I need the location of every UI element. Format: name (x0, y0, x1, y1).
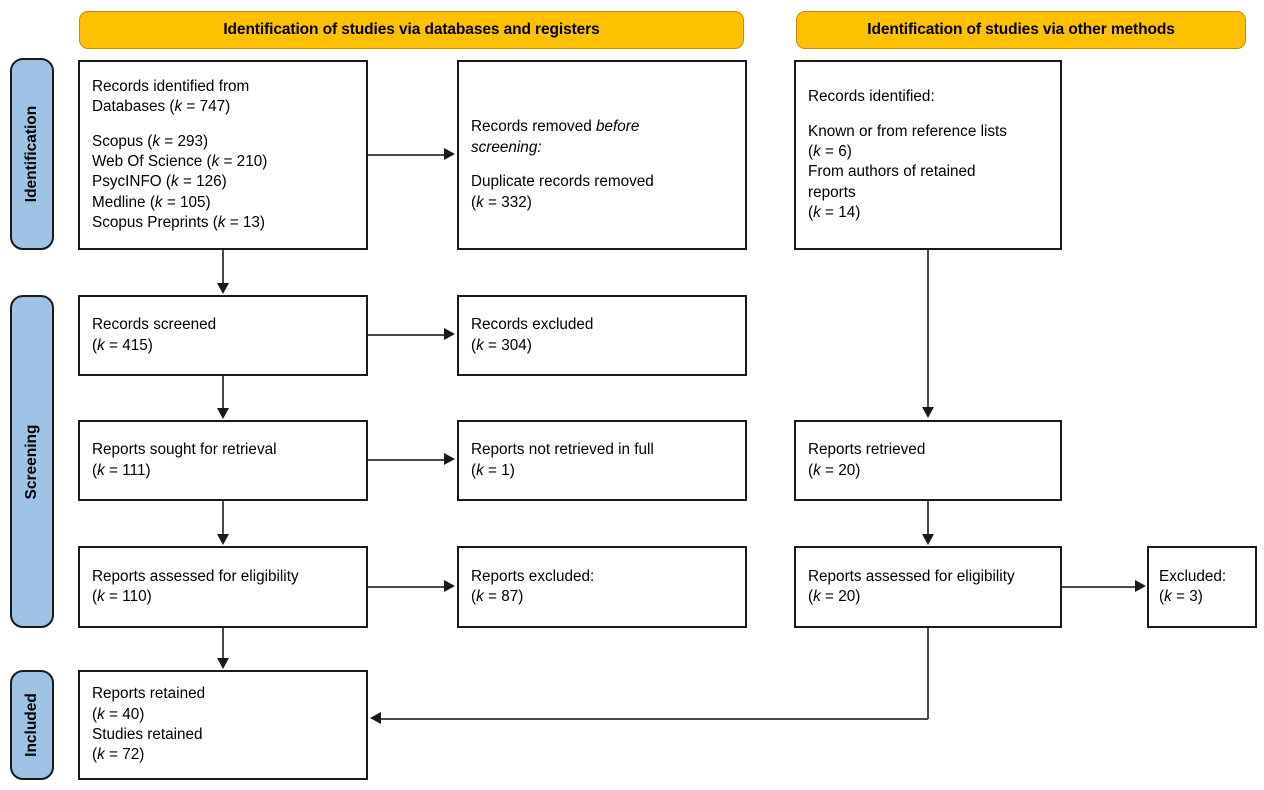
stage-pill-included-label: Included (23, 693, 40, 757)
arrowhead-other-identified-to-retrieved (921, 407, 934, 418)
line-screening-colon: screening: (471, 138, 542, 156)
line-psycinfo: PsycINFO (k = 126) (92, 173, 227, 191)
line-from-authors-count: (k = 14) (808, 203, 861, 221)
arrowhead-identified-to-removed (444, 148, 455, 160)
stage-pill-identification: Identification (10, 58, 54, 250)
connector-other-identified-to-retrieved (927, 250, 929, 408)
line-records-identified-other: Records identified: (808, 87, 935, 105)
line-duplicate-records-removed: Duplicate records removed (471, 173, 654, 191)
box-reports-excluded: Reports excluded: (k = 87) (457, 546, 747, 628)
line-gap-3 (808, 107, 1048, 122)
line-reports-assessed: Reports assessed for eligibility (92, 567, 299, 585)
line-gap-2 (471, 158, 733, 173)
line-reports-retrieved: Reports retrieved (808, 441, 926, 459)
box-reports-sought-for-retrieval: Reports sought for retrieval (k = 111) (78, 420, 368, 501)
line-scopus: Scopus (k = 293) (92, 132, 209, 150)
line-reports-sought-count: (k = 111) (92, 461, 151, 479)
line-records-screened-count: (k = 415) (92, 336, 153, 354)
arrowhead-other-retrieved-to-assessed (921, 534, 934, 545)
line-excluded-other-count: (k = 3) (1159, 588, 1203, 605)
line-records-removed: Records removed before (471, 97, 733, 138)
line-reports-retained-count: (k = 40) (92, 705, 145, 723)
connector-sought-to-assessed (222, 501, 224, 535)
line-gap (92, 117, 354, 132)
connector-other-retrieved-to-assessed (927, 501, 929, 535)
connector-assessed-to-retained (222, 628, 224, 660)
line-records-screened: Records screened (92, 316, 217, 334)
box-reports-assessed-for-eligibility-other: Reports assessed for eligibility (k = 20… (794, 546, 1062, 628)
banner-databases-label: Identification of studies via databases … (223, 21, 600, 38)
arrowhead-sought-to-assessed (216, 534, 229, 545)
arrowhead-assessed-to-reports-excluded (444, 580, 455, 592)
line-reports-assessed-count: (k = 110) (92, 588, 152, 605)
line-records-excluded: Records excluded (471, 316, 594, 334)
connector-screened-to-excluded (368, 334, 445, 336)
stage-pill-included: Included (10, 670, 54, 780)
line-records-removed-text: Records removed before (471, 118, 640, 136)
banner-databases-registers: Identification of studies via databases … (79, 11, 744, 49)
connector-identified-to-screened (222, 250, 224, 284)
connector-other-assessed-down (927, 628, 929, 719)
connector-other-assessed-to-excluded (1062, 586, 1136, 588)
arrowhead-screened-to-sought (216, 408, 229, 419)
line-reports-assessed-other-count: (k = 20) (808, 588, 861, 605)
line-reports-retrieved-count: (k = 20) (808, 461, 861, 479)
box-records-screened: Records screened (k = 415) (78, 295, 368, 376)
line-scopus-preprints: Scopus Preprints (k = 13) (92, 214, 266, 232)
line-reports-retained: Reports retained (92, 685, 206, 703)
line-web-of-science: Web Of Science (k = 210) (92, 153, 268, 171)
arrowhead-other-assessed-to-retained (370, 712, 381, 724)
line-known-or-reference-lists: Known or from reference lists (808, 122, 1007, 140)
box-records-identified-from-databases: Records identified from Databases (k = 7… (78, 60, 368, 250)
connector-sought-to-not-retrieved (368, 459, 445, 461)
stage-pill-screening-label: Screening (23, 424, 40, 499)
banner-other-methods-label: Identification of studies via other meth… (867, 21, 1175, 38)
stage-pill-identification-label: Identification (23, 105, 40, 203)
line-from-authors-reports: reports (808, 183, 856, 201)
box-reports-not-retrieved-in-full: Reports not retrieved in full (k = 1) (457, 420, 747, 501)
line-known-count: (k = 6) (808, 142, 852, 160)
connector-assessed-to-reports-excluded (368, 586, 445, 588)
line-databases-total: Databases (k = 747) (92, 97, 231, 115)
arrowhead-screened-to-excluded (444, 328, 455, 340)
line-reports-excluded-count: (k = 87) (471, 588, 524, 605)
line-records-identified-from: Records identified from (92, 77, 250, 95)
line-studies-retained-count: (k = 72) (92, 746, 145, 764)
arrowhead-sought-to-not-retrieved (444, 453, 455, 465)
line-reports-not-retrieved: Reports not retrieved in full (471, 441, 654, 459)
banner-other-methods: Identification of studies via other meth… (796, 11, 1246, 49)
box-records-excluded: Records excluded (k = 304) (457, 295, 747, 376)
line-records-excluded-count: (k = 304) (471, 336, 532, 354)
line-from-authors: From authors of retained (808, 163, 976, 181)
connector-identified-to-removed (368, 154, 445, 156)
line-studies-retained: Studies retained (92, 726, 203, 743)
connector-screened-to-sought (222, 376, 224, 409)
box-reports-assessed-for-eligibility: Reports assessed for eligibility (k = 11… (78, 546, 368, 628)
arrowhead-other-assessed-to-excluded (1135, 580, 1146, 592)
line-reports-excluded: Reports excluded: (471, 567, 595, 585)
box-excluded-other-methods: Excluded: (k = 3) (1147, 546, 1257, 628)
line-reports-assessed-other: Reports assessed for eligibility (808, 567, 1015, 585)
line-reports-sought: Reports sought for retrieval (92, 441, 277, 459)
box-reports-retained: Reports retained (k = 40) Studies retain… (78, 670, 368, 780)
arrowhead-assessed-to-retained (216, 658, 229, 669)
box-records-removed-before-screening: Records removed before screening: Duplic… (457, 60, 747, 250)
connector-other-assessed-to-retained (381, 718, 928, 720)
line-medline: Medline (k = 105) (92, 193, 211, 211)
box-records-identified-other-methods: Records identified: Known or from refere… (794, 60, 1062, 250)
line-excluded-other: Excluded: (1159, 567, 1227, 585)
stage-pill-screening: Screening (10, 295, 54, 628)
arrowhead-identified-to-screened (216, 283, 229, 294)
box-reports-retrieved-other-methods: Reports retrieved (k = 20) (794, 420, 1062, 501)
line-duplicate-count: (k = 332) (471, 193, 532, 211)
line-reports-not-retrieved-count: (k = 1) (471, 461, 515, 479)
